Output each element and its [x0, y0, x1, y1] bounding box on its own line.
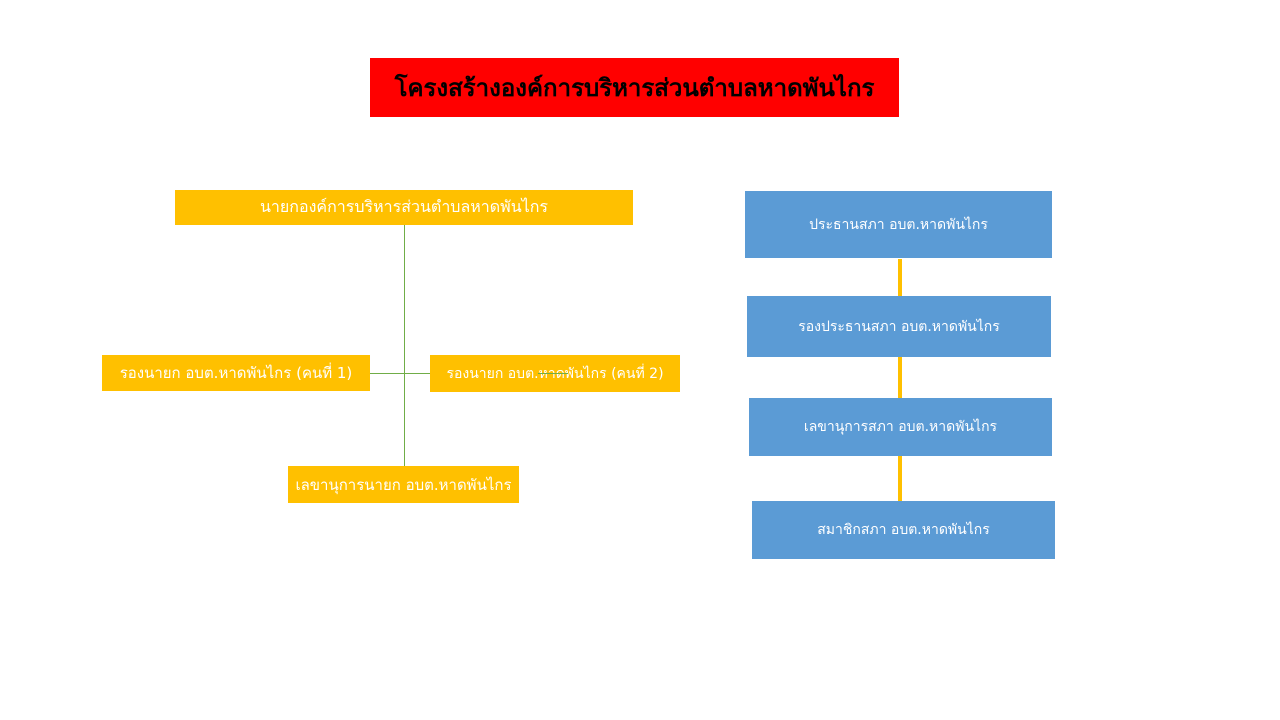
council-connector-3: [898, 456, 902, 501]
council-members-label: สมาชิกสภา อบต.หาดพันไกร: [817, 522, 990, 538]
executive-connector-overlap: [538, 373, 568, 374]
council-secretary-label: เลขานุการสภา อบต.หาดพันไกร: [803, 419, 998, 435]
org-chart-title: โครงสร้างองค์การบริหารส่วนตำบลหาดพันไกร: [370, 58, 899, 117]
council-connector-2: [898, 357, 902, 398]
deputy-executive-1-box: รองนายก อบต.หาดพันไกร (คนที่ 1): [102, 355, 370, 391]
deputy-executive-1-label: รองนายก อบต.หาดพันไกร (คนที่ 1): [119, 364, 353, 382]
executive-vertical-connector: [404, 225, 405, 466]
council-vice-president-label: รองประธานสภา อบต.หาดพันไกร: [798, 318, 1000, 335]
council-connector-1: [898, 259, 902, 296]
executive-secretary-box: เลขานุการนายก อบต.หาดพันไกร: [288, 466, 519, 503]
council-president-box: ประธานสภา อบต.หาดพันไกร: [745, 191, 1052, 258]
council-vice-president-box: รองประธานสภา อบต.หาดพันไกร: [747, 296, 1051, 357]
council-members-box: สมาชิกสภา อบต.หาดพันไกร: [752, 501, 1055, 559]
council-secretary-box: เลขานุการสภา อบต.หาดพันไกร: [749, 398, 1052, 456]
chief-executive-label: นายกองค์การบริหารส่วนตำบลหาดพันไกร: [259, 197, 548, 216]
chief-executive-box: นายกองค์การบริหารส่วนตำบลหาดพันไกร: [175, 190, 633, 225]
council-president-label: ประธานสภา อบต.หาดพันไกร: [809, 216, 988, 233]
executive-secretary-label: เลขานุการนายก อบต.หาดพันไกร: [295, 475, 512, 494]
